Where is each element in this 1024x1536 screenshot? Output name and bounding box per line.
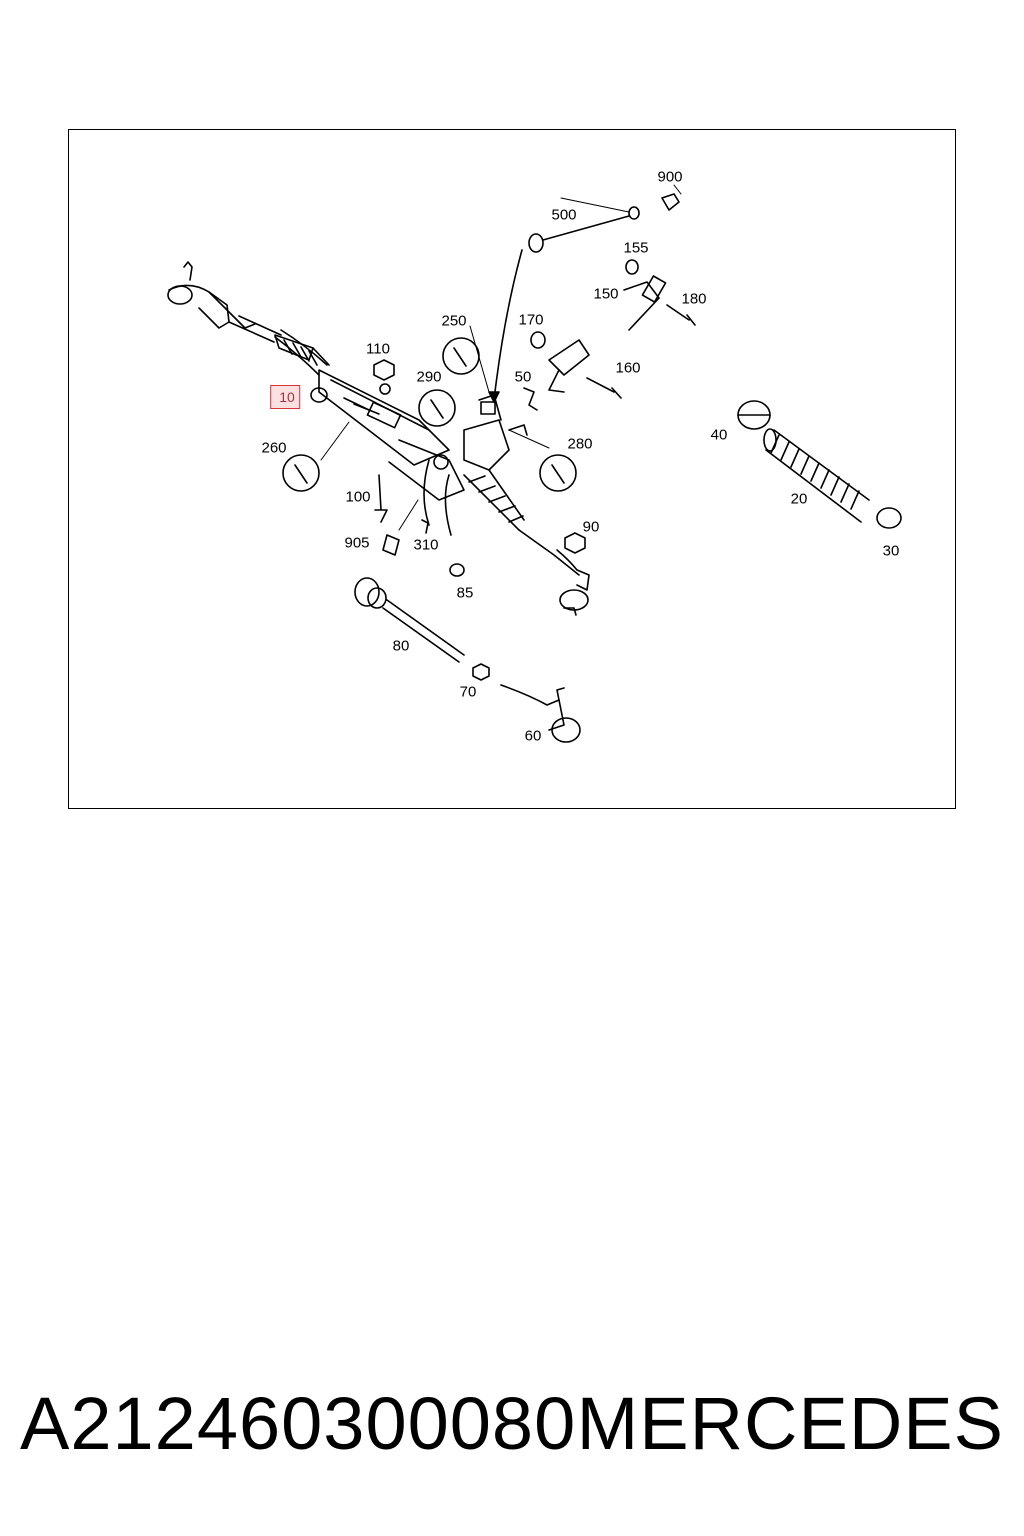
part-100-bolt [374,474,388,523]
callout-80: 80 [392,637,410,655]
part-155 [625,259,639,275]
part-310 [421,519,429,534]
callout-40: 40 [710,426,728,444]
callout-900: 900 [657,168,683,186]
part-905 [382,534,400,556]
callout-160: 160 [615,359,641,377]
leader-lines [320,184,682,531]
part-60-tie-rod-end [500,684,581,743]
left-bellows [274,329,330,376]
part-110-nut [373,359,395,381]
callout-155: 155 [623,239,649,257]
part-20-bellows [763,428,870,523]
part-180-bolt [666,304,696,326]
part-80-inner-rod [354,577,465,663]
brand-name: MERCEDES [576,1381,1004,1465]
part-85 [449,563,465,577]
torque-wrench-symbols [282,337,577,492]
callout-60: 60 [524,727,542,745]
part-150-shaft [623,275,667,331]
hydraulic-lines [423,459,452,536]
valve-housing [463,394,528,471]
callout-500: 500 [551,206,577,224]
pointer-arrow [493,249,523,401]
left-inner-rod [228,315,282,343]
callout-70: 70 [459,683,477,701]
left-tie-rod-end [167,261,256,329]
callout-85: 85 [456,584,474,602]
right-tie-rod-end-installed [518,529,590,616]
parts-diagram: 900 500 155 150 180 250 170 110 290 50 1… [68,129,956,809]
callout-50: 50 [514,368,532,386]
footer: A212460300080 MERCEDES [20,1378,1004,1468]
steering-rack-illustration [167,184,902,743]
callout-20: 20 [790,490,808,508]
callout-180: 180 [681,290,707,308]
part-number: A212460300080 [20,1381,577,1465]
callout-290: 290 [416,368,442,386]
part-170-washer [530,331,546,349]
part-50-bracket [523,387,538,411]
part-40-clamp [737,400,771,430]
part-160-bolt [586,377,622,399]
callout-310: 310 [413,536,439,554]
callout-260: 260 [261,439,287,457]
callout-10-highlighted[interactable]: 10 [270,385,300,409]
callout-100: 100 [345,488,371,506]
part-70-nut [472,663,490,681]
callout-90: 90 [582,518,600,536]
callout-150: 150 [593,285,619,303]
part-90-nut [564,532,586,554]
rack-housing [310,369,465,501]
callout-30: 30 [882,542,900,560]
callout-905: 905 [344,534,370,552]
part-900 [661,193,680,211]
part-30-clamp [876,507,902,529]
part-500-rod [528,206,640,253]
callout-170: 170 [518,311,544,329]
right-bellows [463,469,525,531]
universal-joint [548,339,590,393]
callout-250: 250 [441,312,467,330]
callout-280: 280 [567,435,593,453]
callout-110: 110 [366,340,390,358]
